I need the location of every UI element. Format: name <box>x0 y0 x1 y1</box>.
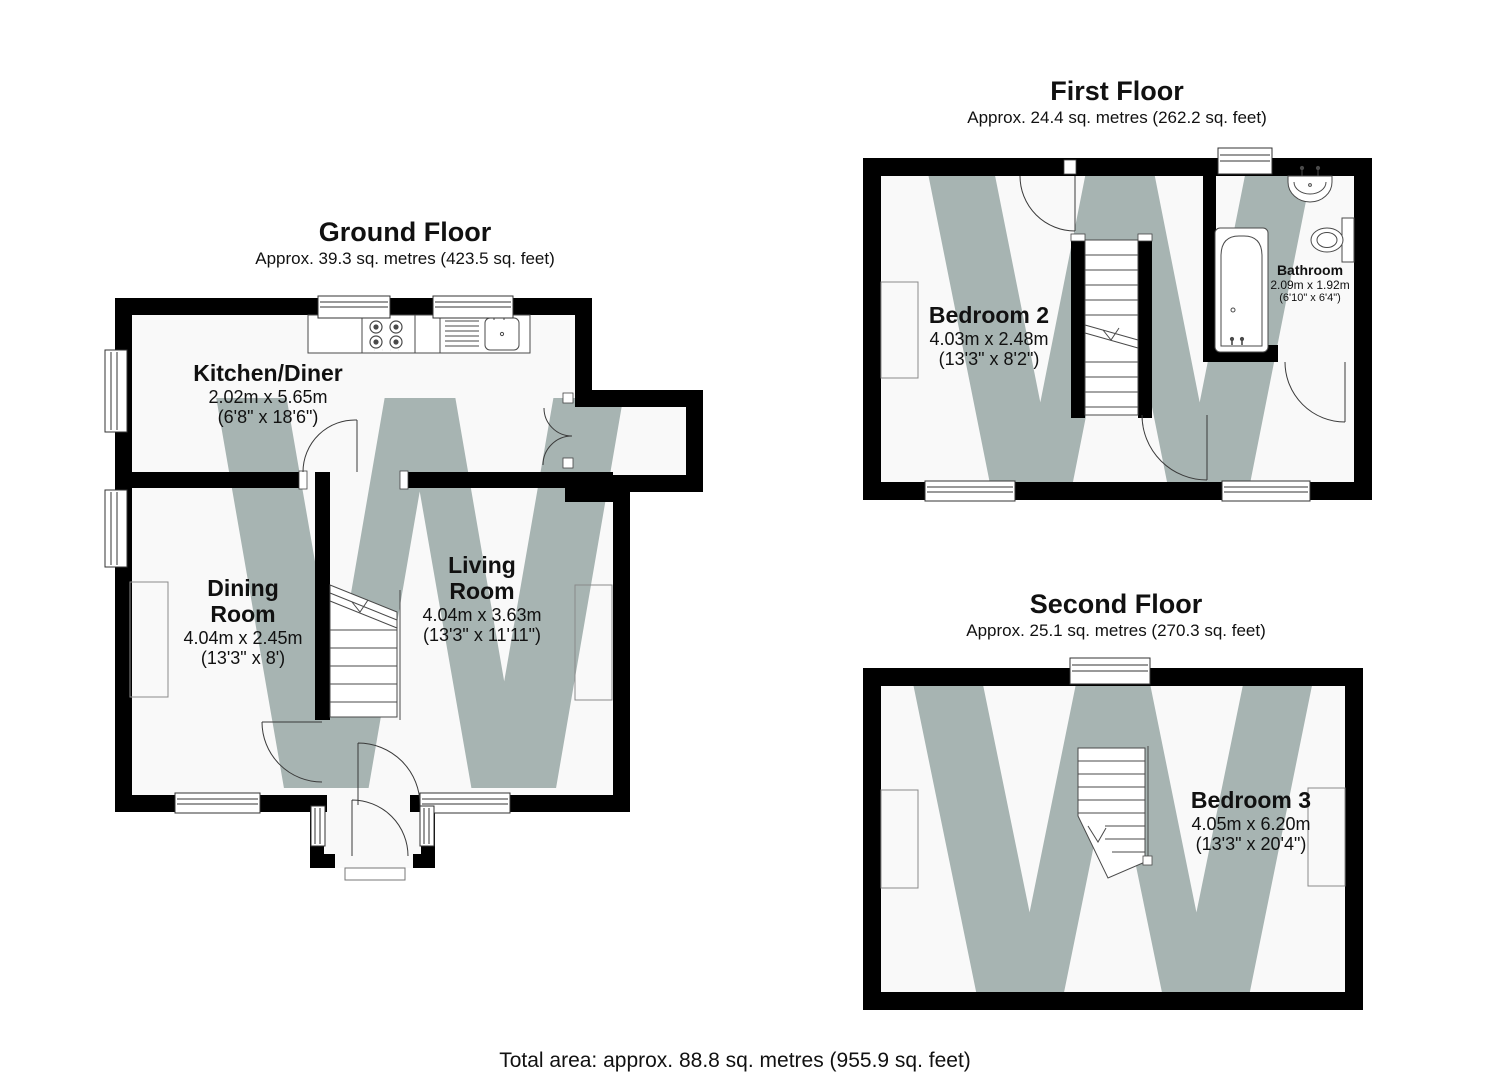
ground-internal-walls <box>132 472 613 720</box>
room-metric: 2.09m x 1.92m <box>1270 277 1350 292</box>
second-floor-area-text: Approx. 25.1 sq. metres (270.3 sq. feet) <box>966 621 1266 640</box>
room-metric: 4.04m x 3.63m <box>422 604 542 625</box>
second-stairs <box>1077 746 1153 879</box>
first-windows <box>924 147 1311 502</box>
ground-windows <box>104 295 514 847</box>
room-metric: 2.02m x 5.65m <box>208 386 328 407</box>
second-windows <box>1069 657 1151 685</box>
wall-openings <box>327 795 413 868</box>
room-imperial: (6'10" x 6'4") <box>1279 292 1341 305</box>
room-imperial: (6'8" x 18'6") <box>217 406 319 427</box>
ground-floor-area-text: Approx. 39.3 sq. metres (423.5 sq. feet) <box>255 249 555 268</box>
room-imperial: (13'3" x 8') <box>200 647 286 668</box>
room-metric: 4.04m x 2.45m <box>183 627 303 648</box>
room-imperial: (13'3" x 11'11") <box>422 624 542 645</box>
first-internal-walls <box>1071 176 1278 418</box>
ground-exterior-walls <box>115 298 703 868</box>
room-name: Dining <box>207 575 279 601</box>
living-room-label: Living Room 4.04m x 3.63m (13'3" x 11'11… <box>422 552 542 645</box>
total-area-text: Total area: approx. 88.8 sq. metres (955… <box>499 1049 971 1072</box>
ground-floor-title: Ground Floor <box>318 217 492 247</box>
basin-icon <box>1287 165 1333 203</box>
kitchen-diner-label: Kitchen/Diner 2.02m x 5.65m (6'8" x 18'6… <box>193 360 343 427</box>
room-imperial: (13'3" x 20'4") <box>1195 833 1307 854</box>
ground-door-arcs <box>261 407 573 857</box>
room-name: Kitchen/Diner <box>193 360 343 386</box>
room-name: Bathroom <box>1276 262 1344 278</box>
hob-icon <box>369 320 403 351</box>
room-metric: 4.05m x 6.20m <box>1191 813 1311 834</box>
first-floor-title: First Floor <box>1050 76 1184 106</box>
room-imperial: (13'3" x 8'2") <box>938 348 1040 369</box>
kitchen-counter <box>307 314 531 354</box>
dining-room-label: Dining Room 4.04m x 2.45m (13'3" x 8') <box>183 575 303 668</box>
second-floor-title: Second Floor <box>1029 589 1203 619</box>
ground-watermark: W <box>205 292 636 890</box>
bathroom-label: Bathroom 2.09m x 1.92m (6'10" x 6'4") <box>1270 262 1350 305</box>
ground-furniture <box>129 581 613 881</box>
room-name: Bedroom 3 <box>1190 787 1312 813</box>
watermark-letter: W <box>205 292 636 890</box>
room-name: Living <box>448 552 516 578</box>
first-floor-area-text: Approx. 24.4 sq. metres (262.2 sq. feet) <box>967 108 1267 127</box>
ground-stairs <box>329 584 401 720</box>
room-metric: 4.03m x 2.48m <box>929 328 1049 349</box>
first-furniture <box>880 281 919 379</box>
second-furniture <box>880 787 1346 889</box>
first-stairs <box>1084 239 1139 416</box>
first-floor-plan: W <box>863 140 1372 520</box>
room-name: Room <box>449 577 515 604</box>
ground-floor-plan: W <box>104 292 703 890</box>
toilet-icon <box>1310 217 1355 263</box>
room-name: Bedroom 2 <box>928 302 1050 328</box>
second-floor-plan: W <box>863 650 1363 1030</box>
room-name: Room <box>210 600 276 627</box>
bathtub-icon <box>1214 227 1269 353</box>
door-jambs <box>1063 159 1153 242</box>
bedroom2-label: Bedroom 2 4.03m x 2.48m (13'3" x 8'2") <box>928 302 1050 369</box>
bedroom3-label: Bedroom 3 4.05m x 6.20m (13'3" x 20'4") <box>1190 787 1312 854</box>
first-door-arcs <box>1019 175 1346 481</box>
